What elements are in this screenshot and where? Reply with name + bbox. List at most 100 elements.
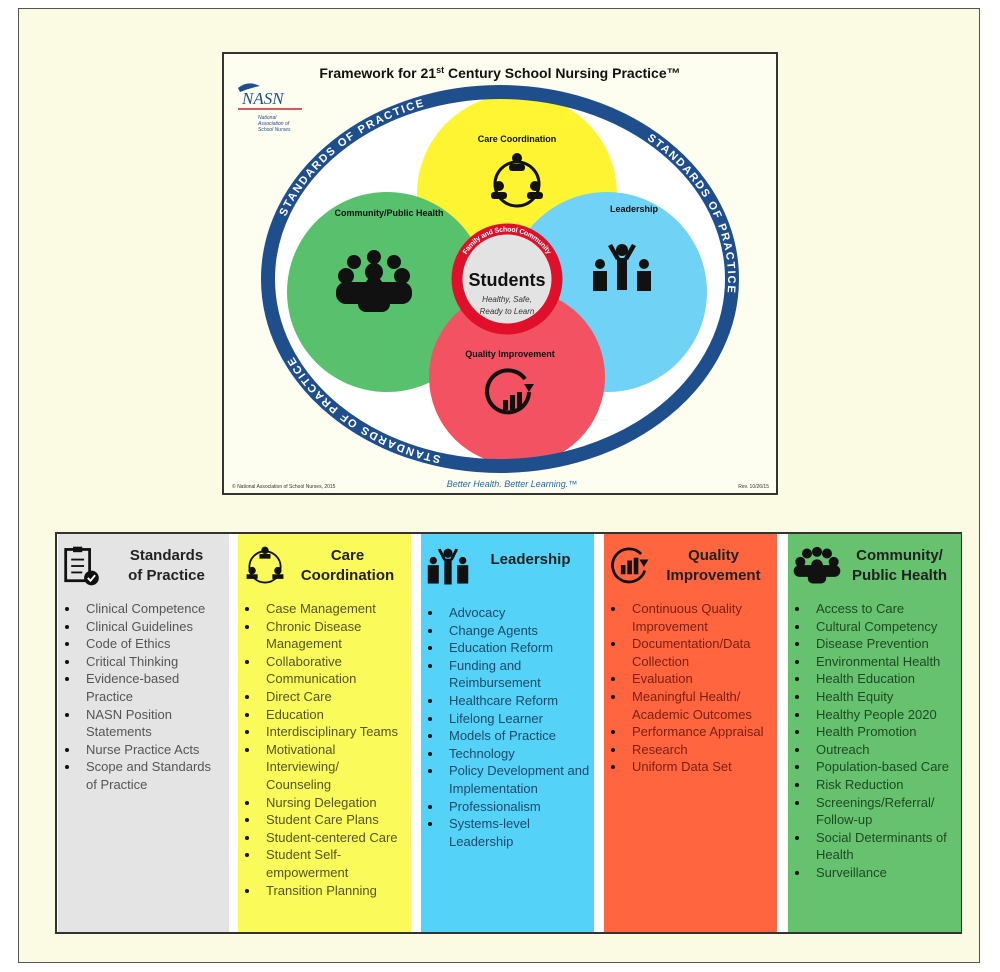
list-item: Healthy People 2020 — [810, 706, 957, 724]
framework-table: Standards of Practice Clinical Competence… — [55, 532, 962, 934]
list-item: Documentation/Data Collection — [626, 635, 773, 670]
list-item: Policy Development and Implementation — [443, 762, 590, 797]
list-item: Health Education — [810, 670, 957, 688]
list-item: Evidence-based Practice — [80, 670, 225, 705]
list-item: Education — [260, 706, 407, 724]
svg-text:Association of: Association of — [257, 121, 290, 127]
column-title-2: Coordination — [300, 567, 395, 584]
community-icon — [793, 546, 841, 584]
item-list: Clinical CompetenceClinical GuidelinesCo… — [62, 600, 225, 794]
quality-improvement-icon — [611, 547, 649, 584]
list-item: Education Reform — [443, 639, 590, 657]
list-item: Change Agents — [443, 622, 590, 640]
quality-label: Quality Improvement — [465, 349, 555, 359]
list-item: Student-centered Care — [260, 829, 407, 847]
list-item: Code of Ethics — [80, 635, 225, 653]
column-title: Standards — [129, 547, 204, 564]
community-icon — [336, 250, 412, 312]
column-leadership: Leadership AdvocacyChange AgentsEducatio… — [421, 534, 594, 932]
list-item: Models of Practice — [443, 727, 590, 745]
list-item: Healthcare Reform — [443, 692, 590, 710]
column-community-public-health: Community/Public Health Access to CareCu… — [788, 534, 961, 932]
list-item: Interdisciplinary Teams — [260, 723, 407, 741]
nasn-logo: NASN National Association of School Nurs… — [238, 83, 302, 133]
list-item: Scope and Standards of Practice — [80, 758, 225, 793]
list-item: Surveillance — [810, 864, 957, 882]
svg-text:NASN: NASN — [241, 89, 285, 108]
list-item: Environmental Health — [810, 653, 957, 671]
list-item: Health Promotion — [810, 723, 957, 741]
list-item: Student Self-empowerment — [260, 846, 407, 881]
item-list: AdvocacyChange AgentsEducation ReformFun… — [425, 604, 590, 850]
copyright: © National Association of School Nurses,… — [232, 483, 336, 490]
leadership-icon — [427, 548, 469, 585]
list-item: Meaningful Health/ Academic Outcomes — [626, 688, 773, 723]
list-item: Funding and Reimbursement — [443, 657, 590, 692]
community-label: Community/Public Health — [334, 208, 443, 218]
center-line-1: Healthy, Safe, — [482, 295, 532, 304]
column-title-2: Improvement — [666, 567, 761, 584]
list-item: Case Management — [260, 600, 407, 618]
framework-diagram: Framework for 21st Century School Nursin… — [222, 52, 778, 495]
quality-improvement-icon — [485, 368, 534, 415]
list-item: Lifelong Learner — [443, 710, 590, 728]
list-item: Population-based Care — [810, 758, 957, 776]
care-coordination-label: Care Coordination — [478, 134, 557, 144]
list-item: Student Care Plans — [260, 811, 407, 829]
column-title: Quality — [688, 547, 739, 564]
list-item: Performance Appraisal — [626, 723, 773, 741]
leadership-icon — [593, 244, 651, 291]
item-list: Continuous Quality ImprovementDocumentat… — [608, 600, 773, 776]
list-item: Clinical Guidelines — [80, 618, 225, 636]
list-item: Social Determinants of Health — [810, 829, 957, 864]
column-title: Leadership — [490, 551, 571, 568]
list-item: Cultural Competency — [810, 618, 957, 636]
revision: Rev. 10/26/15 — [738, 484, 769, 490]
care-coordination-icon — [246, 546, 284, 584]
list-item: Technology — [443, 745, 590, 763]
list-item: Research — [626, 741, 773, 759]
list-item: Collaborative Communication — [260, 653, 407, 688]
item-list: Case ManagementChronic Disease Managemen… — [242, 600, 407, 899]
column-title: Community/ — [856, 547, 943, 564]
column-title-2: Public Health — [851, 567, 948, 584]
tagline: Better Health. Better Learning.™ — [447, 479, 578, 489]
list-item: Nursing Delegation — [260, 794, 407, 812]
list-item: Continuous Quality Improvement — [626, 600, 773, 635]
list-item: Advocacy — [443, 604, 590, 622]
list-item: Disease Prevention — [810, 635, 957, 653]
list-item: Access to Care — [810, 600, 957, 618]
students-center — [451, 223, 563, 335]
column-title: Care — [330, 547, 365, 564]
svg-text:School Nurses: School Nurses — [258, 127, 291, 133]
clipboard-check-icon — [64, 546, 99, 586]
svg-text:National: National — [258, 115, 277, 121]
leadership-label: Leadership — [610, 204, 659, 214]
list-item: Screenings/Referral/ Follow-up — [810, 794, 957, 829]
list-item: Chronic Disease Management — [260, 618, 407, 653]
column-title-2: of Practice — [128, 567, 205, 584]
list-item: Nurse Practice Acts — [80, 741, 225, 759]
list-item: Clinical Competence — [80, 600, 225, 618]
center-line-2: Ready to Learn — [480, 307, 535, 316]
list-item: Systems-level Leadership — [443, 815, 590, 850]
diagram-title: Framework for 21st Century School Nursin… — [319, 65, 680, 81]
item-list: Access to CareCultural CompetencyDisease… — [792, 600, 957, 882]
list-item: Professionalism — [443, 798, 590, 816]
students-title: Students — [468, 270, 545, 290]
list-item: Uniform Data Set — [626, 758, 773, 776]
list-item: Direct Care — [260, 688, 407, 706]
care-coordination-icon — [491, 153, 543, 208]
quality-circle — [429, 289, 605, 465]
list-item: Outreach — [810, 741, 957, 759]
column-standards: Standards of Practice Clinical Competence… — [58, 534, 229, 932]
list-item: Critical Thinking — [80, 653, 225, 671]
list-item: Risk Reduction — [810, 776, 957, 794]
list-item: NASN Position Statements — [80, 706, 225, 741]
list-item: Health Equity — [810, 688, 957, 706]
list-item: Motivational Interviewing/ Counseling — [260, 741, 407, 794]
list-item: Transition Planning — [260, 882, 407, 900]
list-item: Evaluation — [626, 670, 773, 688]
